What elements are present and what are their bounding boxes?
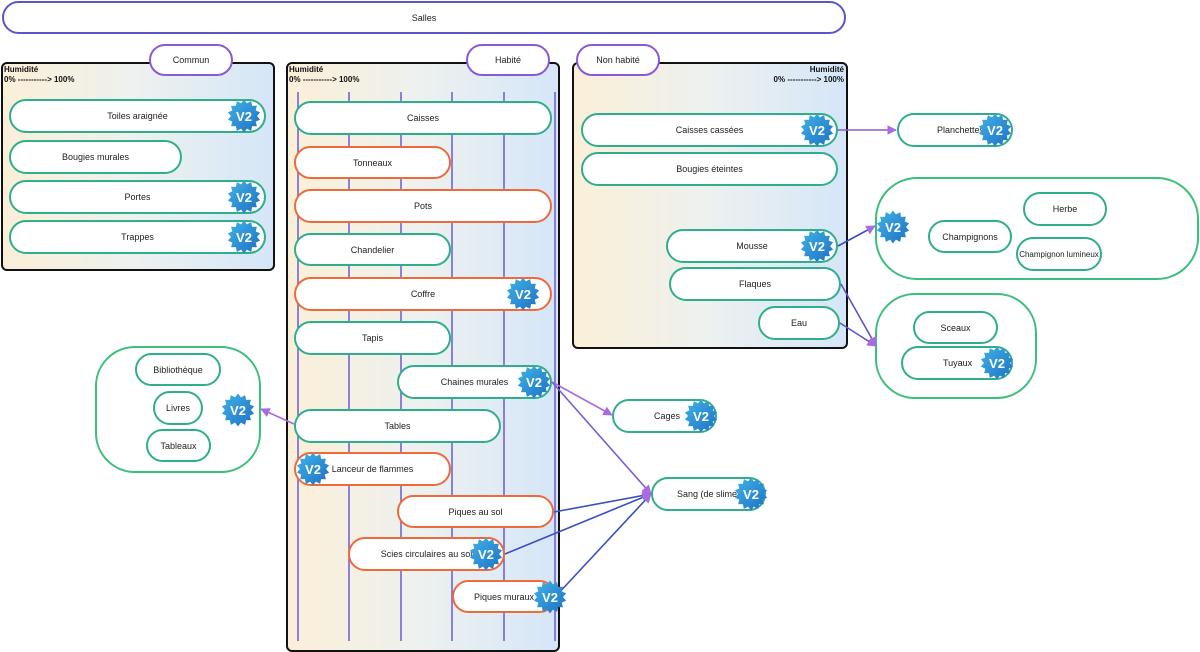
v2-badge: V2 [684, 399, 718, 433]
v2-badge: V2 [227, 220, 261, 254]
v2-badge: V2 [978, 113, 1012, 147]
arrow-chaines-to-cages [551, 381, 613, 416]
v2-badge-label: V2 [230, 402, 246, 418]
v2-badge-label: V2 [987, 122, 1003, 138]
arrow-piques-muraux-to-sang [555, 493, 652, 597]
humidity-scale: 0% -----------> 100% [773, 75, 844, 84]
v2-badge-label: V2 [478, 546, 494, 562]
v2-badge: V2 [517, 365, 551, 399]
v2-badge: V2 [533, 580, 567, 614]
habite-item-tonneaux[interactable]: Tonneaux [294, 146, 451, 179]
habite-item-tables[interactable]: Tables [294, 409, 501, 443]
v2-badge-label: V2 [526, 374, 542, 390]
arrow-flaques-to-water [840, 283, 877, 347]
arrow-chaines-to-sang [551, 381, 652, 495]
arrow-scies-to-sang [504, 492, 652, 555]
commun-item-portes[interactable]: Portes [9, 180, 266, 214]
non-habite-panel [572, 62, 848, 349]
humidity-title: Humidité [289, 65, 324, 74]
tab-habite[interactable]: Habité [466, 44, 550, 76]
commun-item-trappes[interactable]: Trappes [9, 220, 266, 254]
humidity-scale: 0% -----------> 100% [289, 75, 360, 84]
tab-commun[interactable]: Commun [149, 44, 233, 76]
arrow-piques-sol-to-sang [553, 490, 652, 513]
v2-badge: V2 [876, 210, 910, 244]
v2-badge-label: V2 [236, 189, 252, 205]
humidity-title: Humidité [4, 65, 39, 74]
habite-item-pots[interactable]: Pots [294, 189, 552, 223]
non-habite-humidity: Humidité 0% -----------> 100% [774, 65, 844, 85]
commun-humidity: Humidité 0% -----------> 100% [4, 65, 74, 85]
v2-badge: V2 [800, 113, 834, 147]
v2-badge-label: V2 [885, 219, 901, 235]
node-herbe[interactable]: Herbe [1023, 192, 1107, 226]
humidity-scale: 0% -----------> 100% [4, 75, 75, 84]
arrow-tables-to-library [260, 408, 295, 425]
v2-badge-label: V2 [693, 408, 709, 424]
node-sceaux[interactable]: Sceaux [913, 311, 998, 344]
v2-badge: V2 [734, 477, 768, 511]
arrow-mousse-to-mushrooms [837, 225, 876, 247]
v2-badge: V2 [227, 99, 261, 133]
v2-badge-label: V2 [542, 589, 558, 605]
habite-item-tapis[interactable]: Tapis [294, 321, 451, 355]
v2-badge: V2 [227, 180, 261, 214]
humidity-title: Humidité [809, 65, 844, 74]
v2-badge-label: V2 [236, 108, 252, 124]
v2-badge: V2 [800, 229, 834, 263]
habite-item-coffre[interactable]: Coffre [294, 277, 552, 311]
habite-item-chandelier[interactable]: Chandelier [294, 233, 451, 266]
habite-item-caisses[interactable]: Caisses [294, 101, 552, 135]
title-pill: Salles [2, 1, 846, 34]
v2-badge-label: V2 [236, 229, 252, 245]
habite-humidity: Humidité 0% -----------> 100% [289, 65, 359, 85]
v2-badge: V2 [296, 452, 330, 486]
arrow-eau-to-water [839, 322, 877, 347]
v2-badge-label: V2 [515, 286, 531, 302]
v2-badge-label: V2 [809, 122, 825, 138]
v2-badge: V2 [221, 393, 255, 427]
v2-badge: V2 [980, 346, 1014, 380]
node-livres[interactable]: Livres [153, 391, 203, 425]
v2-badge: V2 [469, 537, 503, 571]
v2-badge-label: V2 [305, 461, 321, 477]
v2-badge: V2 [506, 277, 540, 311]
v2-badge-label: V2 [743, 486, 759, 502]
v2-badge-label: V2 [989, 355, 1005, 371]
v2-badge-label: V2 [809, 238, 825, 254]
